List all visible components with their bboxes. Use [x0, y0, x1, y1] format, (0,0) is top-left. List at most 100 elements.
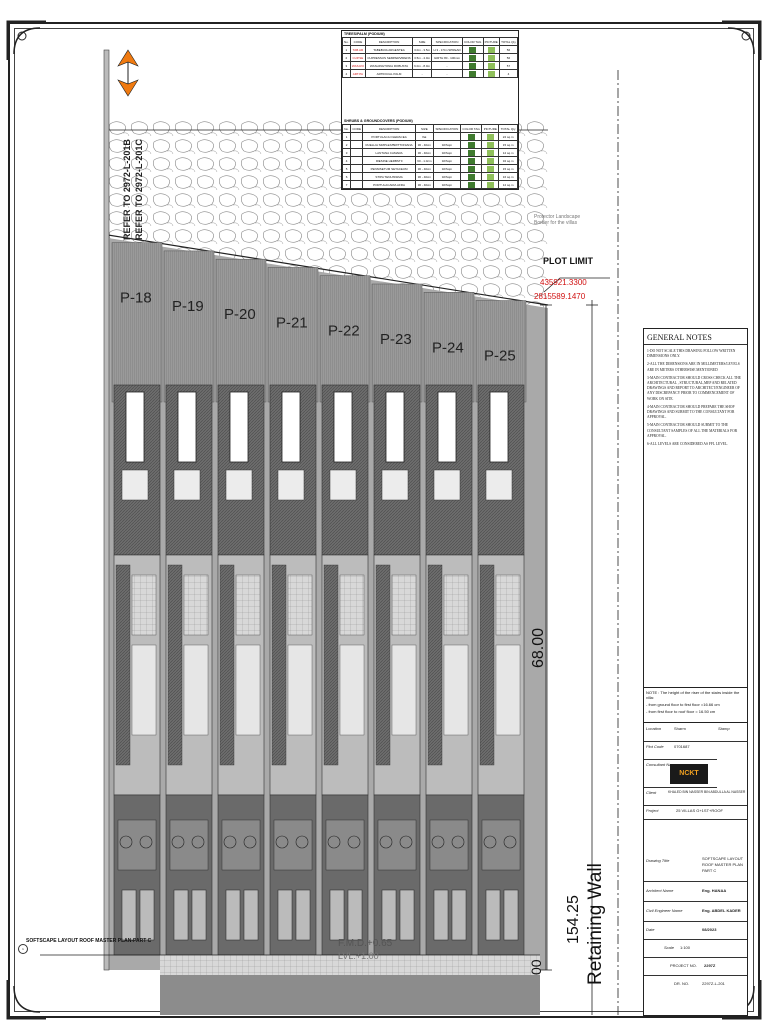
plot-label: P-22 [328, 323, 360, 340]
schedule-cell: STIPA TENUISSIMA [362, 172, 416, 181]
schedule-cell [350, 132, 364, 141]
villa-roof-area [319, 275, 371, 403]
color-tag-swatch [467, 181, 475, 188]
schedule-cell [482, 61, 500, 70]
plot-label: P-25 [484, 348, 516, 365]
villa-skylight [177, 391, 197, 463]
civil-engineer-row: Civil Engineer Name Eng. ABDEL KADER [644, 902, 747, 922]
villa-paving [131, 574, 157, 636]
plot-label: P-23 [380, 331, 412, 348]
schedule-cell: CUPRESSUS SEMPERVIRENS [365, 53, 413, 62]
schedule-cell: 3 [341, 148, 352, 157]
coordinate-east: 435921.3300 [540, 278, 587, 287]
plot-label: P-24 [432, 339, 464, 356]
schedule-cell [482, 53, 500, 62]
schedule-cell [481, 140, 500, 149]
schedule-cell: PORTULACARIA AFRA [362, 180, 416, 189]
plant-picture-icon [486, 149, 494, 156]
schedule-cell: 30 - 40cm [414, 172, 434, 181]
villa-car-parking [277, 889, 293, 941]
stair-riser-note: NOTE : The height of the riser of the st… [643, 687, 748, 723]
schedule-header-cell: TOTAL Qty [498, 124, 518, 133]
north-arrow-icon [117, 49, 139, 97]
schedule-cell: 32 sq.m [498, 156, 518, 165]
protector-note: Protector Landscape Border for the villa… [534, 214, 581, 226]
villa-stair [225, 469, 253, 501]
schedule-cell [432, 132, 461, 141]
schedule-cell [459, 140, 483, 149]
schedule-cell: WAS.RO [349, 61, 367, 70]
schedule-header-cell: TOTAL Qty [498, 37, 519, 46]
villa-wall-strip [375, 564, 391, 766]
coordinate-north: 2815589.1470 [534, 292, 586, 301]
villa-terrace [183, 644, 209, 736]
schedule-cell: 6.0m - 8.0m [411, 61, 433, 70]
schedule-cell: 56 [498, 53, 519, 62]
schedule-cell: - [411, 69, 433, 78]
title-block: GENERAL NOTES 1-DO NOT SCALE THIS DRAWIN… [643, 328, 748, 1016]
schedule-cell: WASHINGTONIA ROBUSTA [365, 61, 413, 70]
schedule-cell: 60 - 1.0cm [414, 156, 434, 165]
villa-car-parking [485, 889, 501, 941]
color-tag-swatch [469, 46, 477, 53]
villa-car-parking [347, 889, 363, 941]
schedule-cell: 12 sq.m [498, 180, 518, 189]
schedule-cell [459, 172, 483, 181]
general-note-item: 4-MAIN CONTRACTOR SHOULD PREPARE THE SHO… [647, 404, 735, 420]
villa-stair [433, 469, 461, 501]
schedule-cell [350, 164, 364, 173]
color-tag-swatch [467, 133, 475, 140]
project-number-row: PROJECT NO. 2297Z [644, 958, 747, 976]
schedule-cell: TAB.AR [349, 45, 367, 54]
dimension-154-label: 154.25 [565, 895, 582, 944]
schedule-cell: 6 [341, 172, 352, 181]
schedule-header-cell: PICTURE [482, 37, 500, 46]
plot-label: P-20 [224, 306, 256, 323]
villa-garden [169, 819, 209, 871]
schedule-cell [481, 164, 500, 173]
tree-symbol-icon [431, 835, 445, 849]
schedule-cell: 7 [341, 180, 352, 189]
villa-car-parking [433, 889, 449, 941]
schedule-cell [350, 148, 364, 157]
villa-car-parking [329, 889, 345, 941]
general-note-item: 5-MAIN CONTRACTOR SHOULD SUBMIT TO THE C… [647, 423, 738, 438]
schedule-cell: 32/Sqm [432, 156, 461, 165]
tree-symbol-icon [483, 835, 497, 849]
villa-terrace [495, 644, 521, 736]
villa-garden [325, 819, 365, 871]
schedule-header-cell: COLOR TAG [461, 37, 484, 46]
plant-picture-icon [487, 46, 495, 53]
tree-symbol-icon [295, 835, 309, 849]
trees-schedule-title: TREES/PALM (PODIUM) [344, 32, 385, 36]
schedule-cell: 32/Sqm [432, 140, 461, 149]
schedule-cell: 16 sq.m [498, 172, 518, 181]
villa-skylight [489, 391, 509, 463]
schedule-cell: 4 [498, 69, 519, 78]
schedule-header-cell: SIZE [411, 37, 433, 46]
villa-wall-strip [479, 564, 495, 766]
schedule-cell: PENNISETUM SETACEUM [362, 164, 416, 173]
villa-terrace [287, 644, 313, 736]
schedule-cell [481, 156, 500, 165]
schedule-cell [461, 69, 484, 78]
tree-symbol-icon [243, 835, 257, 849]
plant-picture-icon [487, 54, 495, 61]
dimension-ticks [540, 304, 552, 971]
plant-picture-icon [486, 141, 494, 148]
general-note-item: 6-ALL LEVELS ARE CONSIDERED AS FFL LEVEL… [647, 442, 729, 447]
villa-skylight [125, 391, 145, 463]
plant-picture-icon [486, 165, 494, 172]
villa-stair [173, 469, 201, 501]
villa-paving [287, 574, 313, 636]
villa-wall-strip [219, 564, 235, 766]
villa-car-parking [381, 889, 397, 941]
villa-garden [117, 819, 157, 871]
